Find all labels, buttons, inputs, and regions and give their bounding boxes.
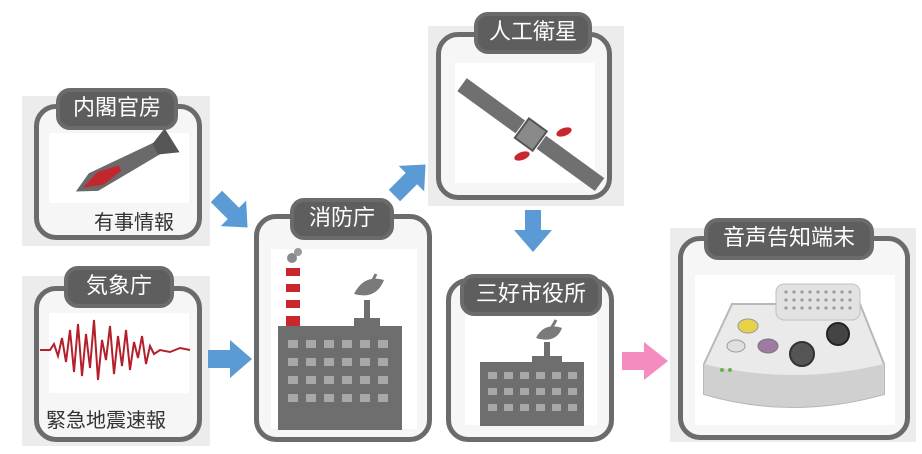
cabinet-caption: 有事情報 [94, 210, 174, 234]
terminal-title: 音声告知端末 [704, 218, 874, 260]
building-antenna-icon [480, 319, 584, 426]
arrow-cabinet-to-fdma [210, 190, 248, 228]
satellite-title: 人工衛星 [474, 12, 592, 54]
jma-title: 気象庁 [64, 266, 174, 308]
arrow-jma-to-fdma [208, 340, 252, 378]
arrow-satellite-to-city [514, 210, 552, 252]
fdma-title: 消防庁 [290, 198, 394, 240]
missile-icon [75, 128, 180, 192]
satellite-icon [457, 78, 605, 192]
arrow-city-to-terminal [622, 342, 668, 380]
jma-node [34, 286, 202, 442]
speaker-device-icon [703, 283, 885, 408]
factory-antenna-icon [278, 248, 402, 430]
city-title: 三好市役所 [460, 274, 602, 316]
jma-caption: 緊急地震速報 [46, 408, 166, 432]
arrow-fdma-to-satellite [388, 164, 426, 202]
seismograph-icon [40, 319, 191, 381]
cabinet-title: 内閣官房 [56, 88, 178, 130]
